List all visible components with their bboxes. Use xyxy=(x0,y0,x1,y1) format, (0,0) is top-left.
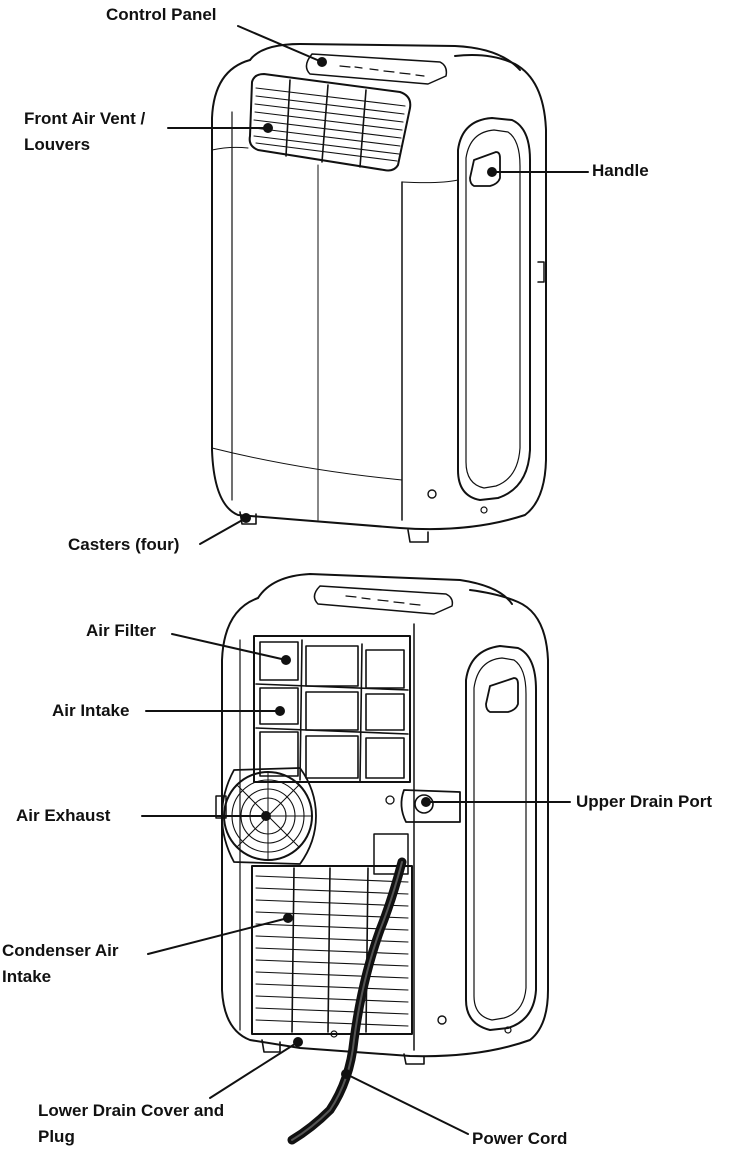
rear-unit xyxy=(215,573,549,1065)
air-exhaust-housing xyxy=(221,767,317,865)
front-caster-right xyxy=(407,529,429,543)
front-top-surface xyxy=(249,43,521,71)
label-front-air-vent-line1: Front Air Vent / xyxy=(24,109,146,128)
leader-dot-power-cord xyxy=(341,1069,351,1079)
rear-screw xyxy=(385,795,395,805)
rear-side-panel-inner xyxy=(473,657,527,1021)
rear-caster-left xyxy=(261,1039,281,1053)
front-side-screw-2 xyxy=(480,506,488,514)
rear-side-panel xyxy=(465,645,537,1031)
label-control-panel: Control Panel xyxy=(106,2,217,28)
leader-air-filter xyxy=(171,633,287,661)
rear-side-screw-2 xyxy=(504,1026,512,1034)
front-side-panel xyxy=(457,117,531,501)
leader-dot-casters xyxy=(241,513,251,523)
rear-bottom-screw xyxy=(330,1030,338,1038)
label-casters-text: Casters (four) xyxy=(68,535,180,554)
upper-drain-port-cap xyxy=(414,794,434,814)
control-panel-buttons xyxy=(339,65,425,77)
front-body-outline xyxy=(211,54,547,531)
condenser-grille-slats xyxy=(255,867,409,1033)
leader-dot-air-filter xyxy=(281,655,291,665)
air-filter-frame xyxy=(253,635,411,783)
front-side-top-band xyxy=(401,179,459,184)
front-unit xyxy=(211,43,547,543)
rear-side-screw xyxy=(437,1015,447,1025)
condenser-grille-frame xyxy=(251,865,413,1035)
label-handle: Handle xyxy=(592,158,649,184)
leader-dot-front-vent xyxy=(263,123,273,133)
rear-top-surface xyxy=(257,573,513,605)
front-face-top-band xyxy=(211,146,249,151)
label-air-intake: Air Intake xyxy=(52,698,129,724)
label-air-exhaust: Air Exhaust xyxy=(16,803,110,829)
label-condenser-air-intake: Condenser Air Intake xyxy=(2,938,119,990)
leader-dot-upper-drain xyxy=(421,797,431,807)
label-air-exhaust-text: Air Exhaust xyxy=(16,806,111,825)
label-front-air-vent: Front Air Vent / Louvers xyxy=(24,106,145,158)
leader-lines xyxy=(141,25,589,1135)
air-exhaust-clip xyxy=(215,795,227,819)
front-handle-recess xyxy=(469,151,501,187)
label-air-filter: Air Filter xyxy=(86,618,156,644)
front-side-panel-inner xyxy=(465,129,521,489)
control-panel-strip xyxy=(305,53,448,85)
front-side-screw xyxy=(427,489,437,499)
label-lower-drain-line1: Lower Drain Cover and xyxy=(38,1101,225,1120)
leader-dot-control-panel xyxy=(317,57,327,67)
rear-caster-right xyxy=(403,1053,425,1065)
front-vent-louvers xyxy=(253,79,406,168)
rear-handle-recess xyxy=(485,677,519,713)
label-upper-drain-port: Upper Drain Port xyxy=(576,789,712,815)
label-air-filter-text: Air Filter xyxy=(86,621,156,640)
leader-dot-lower-drain xyxy=(293,1037,303,1047)
rear-body-outline xyxy=(221,589,549,1058)
upper-drain-port-housing xyxy=(400,789,461,823)
front-vent-frame xyxy=(248,73,412,172)
leader-dot-handle xyxy=(487,167,497,177)
label-condenser-line2: Intake xyxy=(2,967,52,986)
label-air-intake-text: Air Intake xyxy=(52,701,130,720)
label-power-cord-text: Power Cord xyxy=(472,1129,568,1148)
label-casters: Casters (four) xyxy=(68,532,179,558)
front-face-bottom-band xyxy=(211,447,403,481)
label-lower-drain-line2: Plug xyxy=(38,1127,75,1146)
leader-condenser xyxy=(147,917,289,955)
leader-casters xyxy=(199,517,247,545)
power-cord-plate xyxy=(373,833,409,875)
air-filter-grid xyxy=(255,639,409,783)
leader-dot-air-exhaust xyxy=(261,811,271,821)
label-front-air-vent-line2: Louvers xyxy=(24,135,91,154)
front-side-knob xyxy=(537,261,545,283)
rear-control-panel-buttons xyxy=(345,595,421,606)
power-cord-highlight xyxy=(291,861,403,1141)
label-lower-drain: Lower Drain Cover and Plug xyxy=(38,1098,224,1150)
label-condenser-line1: Condenser Air xyxy=(2,941,119,960)
label-power-cord: Power Cord xyxy=(472,1126,567,1152)
leader-dot-air-intake xyxy=(275,706,285,716)
rear-control-panel-strip xyxy=(313,585,454,615)
leader-lower-drain xyxy=(209,1041,299,1099)
leader-dot-condenser xyxy=(283,913,293,923)
label-control-panel-text: Control Panel xyxy=(106,5,217,24)
label-handle-text: Handle xyxy=(592,161,649,180)
leader-power-cord xyxy=(345,1073,469,1135)
leader-control-panel xyxy=(237,25,323,63)
label-upper-drain-port-text: Upper Drain Port xyxy=(576,792,713,811)
